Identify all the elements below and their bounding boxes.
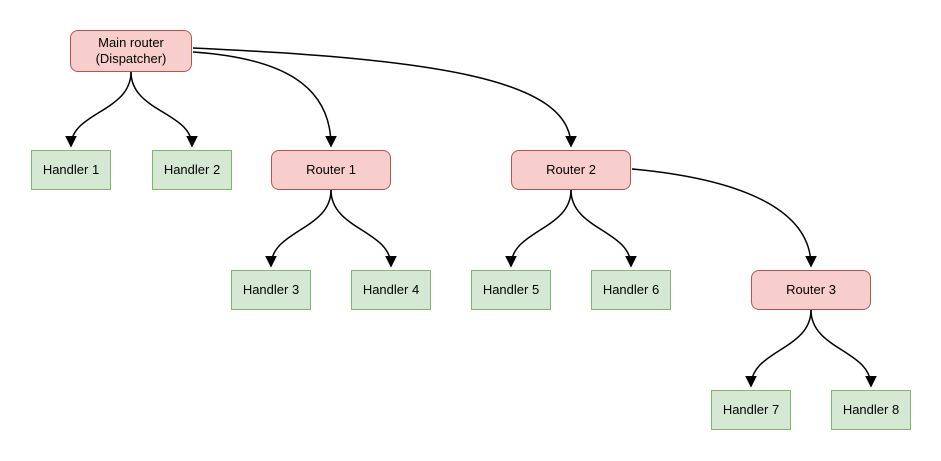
- edge-main-router-to-router-1: [192, 51, 331, 146]
- node-label: Handler 6: [602, 282, 660, 297]
- node-label: Handler 5: [482, 282, 540, 297]
- node-handler-2: Handler 2: [152, 150, 232, 190]
- edge-router-2-to-handler-5: [511, 189, 572, 266]
- node-label: Handler 4: [362, 282, 420, 297]
- node-handler-7: Handler 7: [711, 390, 791, 430]
- edge-router-3-to-handler-7: [751, 309, 812, 386]
- node-label: Handler 7: [722, 402, 780, 417]
- node-handler-3: Handler 3: [231, 270, 311, 310]
- node-label: Handler 1: [42, 162, 100, 177]
- node-handler-5: Handler 5: [471, 270, 551, 310]
- node-label: Router 2: [546, 162, 596, 177]
- node-handler-1: Handler 1: [31, 150, 111, 190]
- edge-router-3-to-handler-8: [810, 309, 871, 386]
- node-router-3: Router 3: [751, 270, 871, 310]
- node-label: Handler 2: [163, 162, 221, 177]
- node-label: Handler 3: [242, 282, 300, 297]
- node-router-2: Router 2: [511, 150, 631, 190]
- node-label: Router 3: [786, 282, 836, 297]
- node-label: Handler 8: [842, 402, 900, 417]
- edge-router-2-to-router-3: [631, 168, 811, 266]
- node-main-router: Main router (Dispatcher): [70, 30, 192, 72]
- edge-main-router-to-router-2: [192, 47, 571, 146]
- node-handler-6: Handler 6: [591, 270, 671, 310]
- node-handler-4: Handler 4: [351, 270, 431, 310]
- node-handler-8: Handler 8: [831, 390, 911, 430]
- edge-main-router-to-handler-1: [71, 71, 132, 146]
- edge-router-1-to-handler-4: [330, 189, 391, 266]
- edge-router-1-to-handler-3: [271, 189, 332, 266]
- edge-main-router-to-handler-2: [130, 71, 192, 146]
- edge-router-2-to-handler-6: [570, 189, 631, 266]
- node-label: Main router (Dispatcher): [95, 35, 167, 66]
- node-label: Router 1: [306, 162, 356, 177]
- node-router-1: Router 1: [271, 150, 391, 190]
